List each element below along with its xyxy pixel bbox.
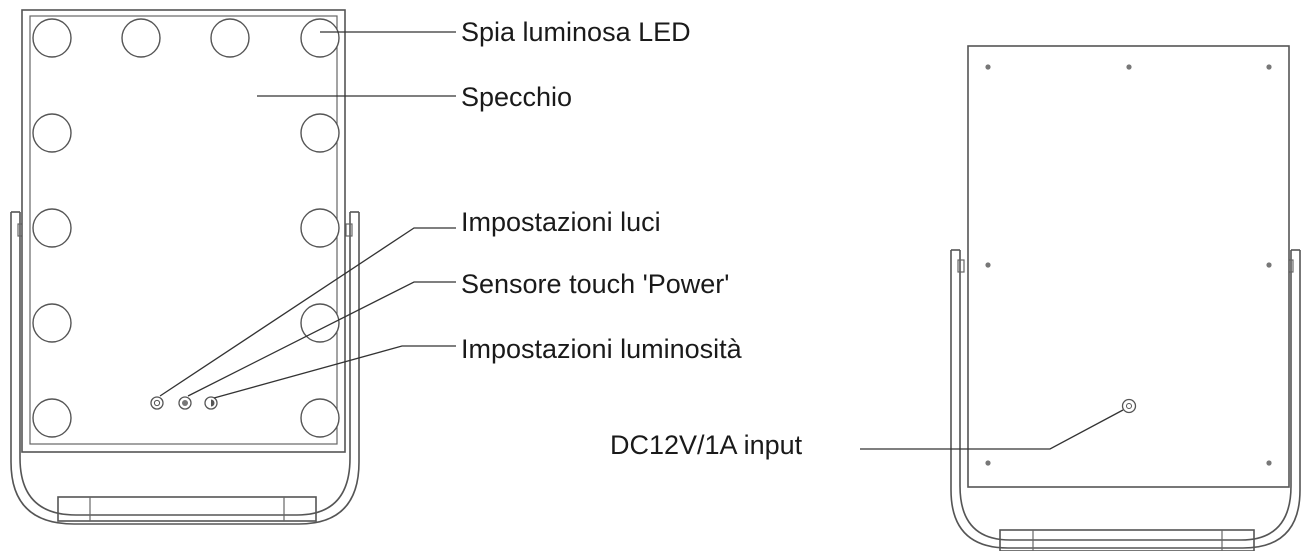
led-bulb <box>121 18 161 58</box>
led-bulb <box>32 18 72 58</box>
label-power-touch: Sensore touch 'Power' <box>461 269 730 299</box>
label-led: Spia luminosa LED <box>461 17 691 47</box>
screw <box>1266 460 1272 466</box>
led-bulb <box>300 398 340 438</box>
brightness-icon[interactable] <box>204 396 218 410</box>
led-bulb <box>300 303 340 343</box>
touch-buttons <box>150 396 218 410</box>
screw <box>985 460 991 466</box>
led-bulbs <box>32 18 340 438</box>
led-bulb <box>32 208 72 248</box>
label-brightness: Impostazioni luminosità <box>461 334 742 364</box>
back-panel <box>967 45 1290 488</box>
label-mirror: Specchio <box>461 82 573 112</box>
screws <box>985 64 1272 466</box>
light-mode-icon[interactable] <box>150 396 164 410</box>
screw <box>985 64 991 70</box>
label-dc-input: DC12V/1A input <box>610 430 803 460</box>
led-bulb <box>300 18 340 58</box>
front-base <box>57 496 317 522</box>
power-icon[interactable] <box>178 396 192 410</box>
front-stand-inner <box>19 212 351 516</box>
back-base <box>999 529 1255 551</box>
leader-dc-input <box>860 409 1124 450</box>
screw <box>1126 64 1132 70</box>
led-bulb <box>300 113 340 153</box>
screw <box>1266 64 1272 70</box>
leader-brightness <box>213 345 456 399</box>
back-stand-inner <box>959 250 1292 541</box>
back-view <box>860 45 1301 551</box>
screw <box>1266 262 1272 268</box>
led-bulb <box>32 398 72 438</box>
dc-input-port[interactable] <box>1121 398 1137 414</box>
screw <box>985 262 991 268</box>
mirror-frame <box>21 9 346 453</box>
led-bulb <box>210 18 250 58</box>
front-stand-outer <box>10 212 360 525</box>
leader-light-settings <box>159 227 456 397</box>
led-bulb <box>32 303 72 343</box>
back-stand-outer <box>950 250 1301 549</box>
leader-power <box>187 281 456 397</box>
back-pivot-left <box>957 259 965 273</box>
label-light-settings: Impostazioni luci <box>461 207 661 237</box>
front-pivot-right <box>345 223 353 237</box>
front-leaders <box>159 31 456 399</box>
led-bulb <box>32 113 72 153</box>
front-view <box>10 9 456 525</box>
led-bulb <box>300 208 340 248</box>
